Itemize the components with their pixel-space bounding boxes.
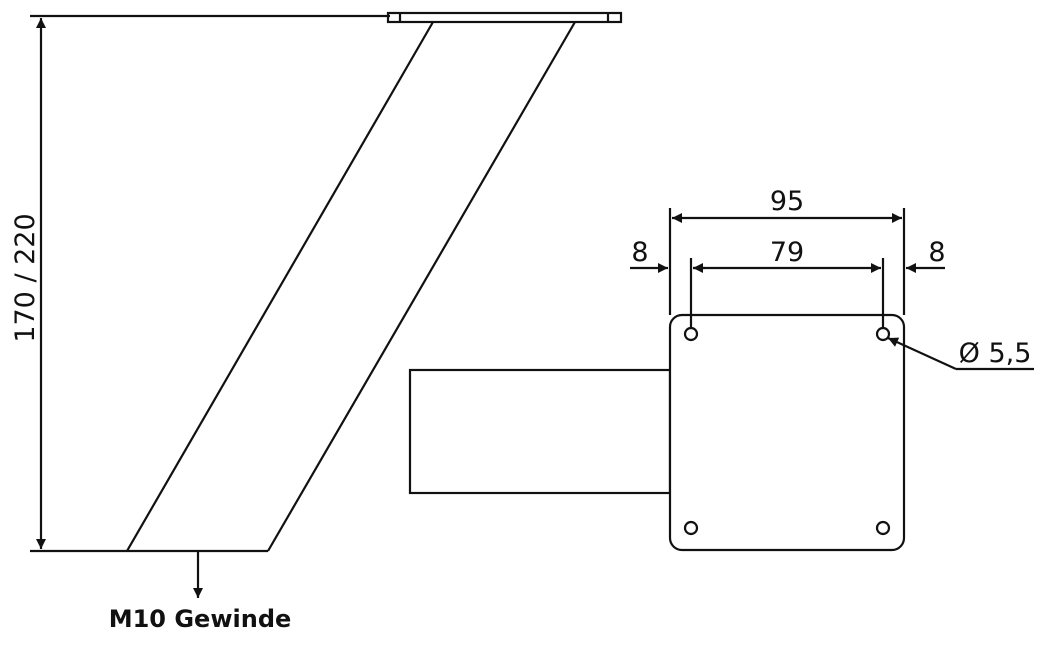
leg-right-edge <box>267 21 576 552</box>
edge-offset-right-label: 8 <box>928 237 945 268</box>
front-view <box>408 208 1034 552</box>
mounting-plate-side <box>386 11 623 24</box>
diameter-leader <box>887 336 957 371</box>
edge-offset-left-label: 8 <box>631 237 648 268</box>
hole-diameter-label: Ø 5,5 <box>959 338 1032 369</box>
thread-label: M10 Gewinde <box>109 605 292 633</box>
hole-spacing-label: 79 <box>770 237 804 268</box>
mounting-plate-front <box>668 313 906 552</box>
plate-width-label: 95 <box>770 186 804 217</box>
leg-profile <box>408 368 672 495</box>
leg-left-edge <box>126 21 434 552</box>
hole-bottom-left <box>683 520 699 536</box>
height-dimension-label: 170 / 220 <box>10 213 41 342</box>
side-view <box>30 11 623 598</box>
hole-bottom-right <box>875 520 891 536</box>
